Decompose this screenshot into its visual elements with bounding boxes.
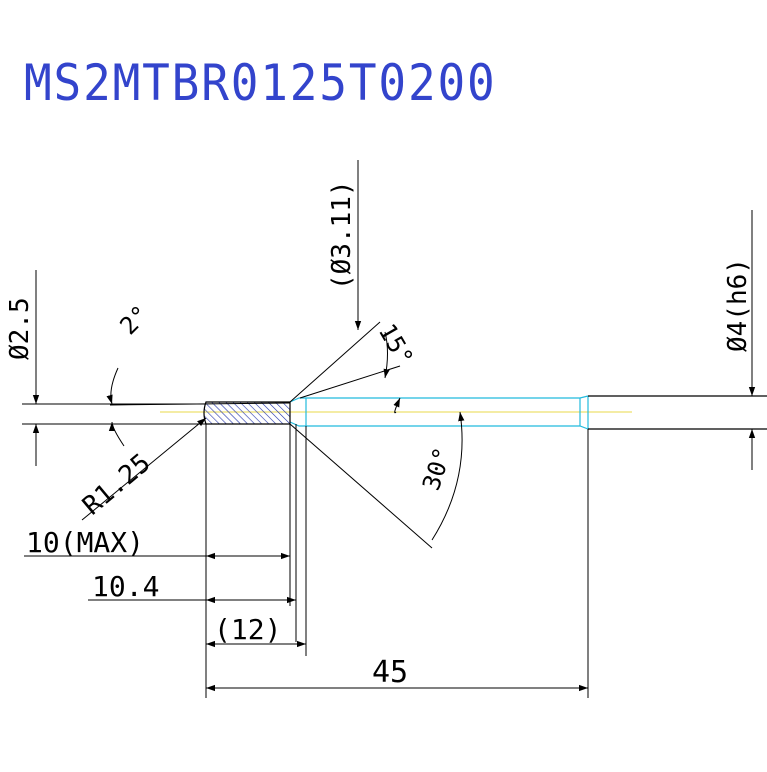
dim-tip-diameter: Ø2.5 bbox=[5, 297, 35, 360]
dim-shank-diameter: Ø4(h6) bbox=[723, 258, 753, 352]
length-extension-lines bbox=[205, 424, 589, 698]
dim-radius: R1.25 bbox=[77, 448, 156, 521]
cutting-tip bbox=[203, 401, 291, 425]
part-number-title: MS2MTBR0125T0200 bbox=[24, 54, 497, 112]
dim-under-neck-length: 10.4 bbox=[92, 570, 159, 603]
dim-neck-diameter: (Ø3.11) bbox=[327, 180, 357, 290]
dim-effective-length: 10(MAX) bbox=[26, 526, 144, 559]
tool-shank bbox=[289, 395, 589, 430]
dim-neck-length: (12) bbox=[214, 613, 281, 646]
dim-taper-angle: 15° bbox=[373, 319, 419, 371]
dim-overall-length: 45 bbox=[372, 655, 408, 690]
shank-body bbox=[588, 395, 767, 430]
dim-tip-angle: 2° bbox=[114, 300, 154, 340]
dim-chamfer-angle: 30° bbox=[417, 444, 457, 494]
